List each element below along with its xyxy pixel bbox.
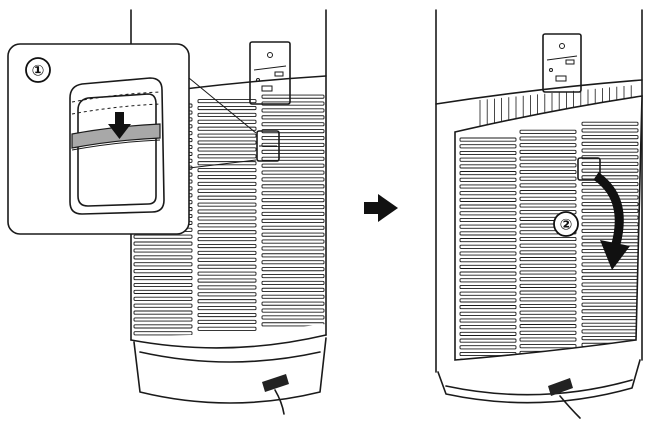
purifier-open: ② bbox=[436, 10, 642, 418]
right-arrow-icon bbox=[364, 194, 398, 222]
step-2-marker: ② bbox=[554, 212, 578, 236]
latch-left bbox=[257, 131, 279, 161]
step-1-marker: ① bbox=[26, 58, 50, 82]
step-1-label: ① bbox=[32, 62, 45, 80]
control-panel-right bbox=[543, 34, 581, 92]
base-left bbox=[140, 352, 320, 362]
front-panel-open bbox=[455, 96, 642, 362]
power-cord-right bbox=[548, 378, 580, 418]
latch-detail-inset: ① bbox=[8, 44, 256, 234]
step-2-label: ② bbox=[560, 216, 573, 234]
power-cord-left bbox=[262, 374, 289, 414]
